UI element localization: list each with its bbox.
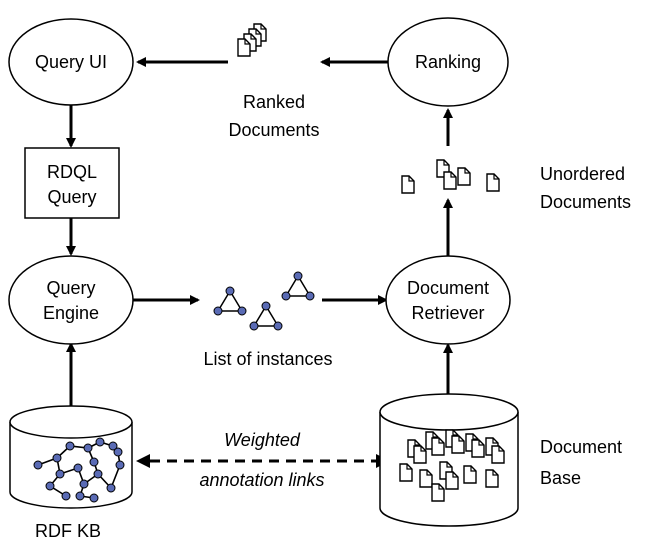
rdf-kb-label: RDF KB: [35, 521, 101, 541]
document-base-database: [379, 393, 519, 527]
ranked-documents-icon: [237, 23, 267, 57]
query-engine-node: Query Engine: [8, 255, 134, 345]
document-retriever-node: Document Retriever: [385, 255, 511, 345]
unordered-documents-icon: [401, 159, 500, 194]
query-engine-label-line2: Engine: [43, 303, 99, 323]
ranked-documents-label-line2: Documents: [228, 120, 319, 140]
document-retriever-label-line2: Retriever: [411, 303, 484, 323]
document-retriever-label-line1: Document: [407, 278, 489, 298]
rdql-query-node: RDQL Query: [24, 147, 120, 219]
unordered-documents-label-line1: Unordered: [540, 164, 625, 184]
instance-graphs-icon: [213, 271, 315, 331]
weighted-annotation-links-label-line2: annotation links: [199, 470, 324, 490]
weighted-annotation-links-label-line1: Weighted: [224, 430, 301, 450]
rdf-kb-database: [9, 405, 133, 509]
rdql-query-label-line2: Query: [47, 187, 96, 207]
document-base-label-line1: Document: [540, 437, 622, 457]
rdql-query-label-line1: RDQL: [47, 162, 97, 182]
query-engine-label-line1: Query: [46, 278, 95, 298]
query-ui-node: Query UI: [8, 18, 134, 106]
query-ui-label: Query UI: [35, 52, 107, 72]
rdf-graph-nodes: [33, 437, 125, 503]
ranking-label: Ranking: [415, 52, 481, 72]
ranking-node: Ranking: [387, 17, 509, 107]
list-of-instances-label: List of instances: [203, 349, 332, 369]
ranked-documents-label-line1: Ranked: [243, 92, 305, 112]
unordered-documents-label-line2: Documents: [540, 192, 631, 212]
weighted-annotation-link-arrow: [136, 454, 390, 468]
document-base-label-line2: Base: [540, 468, 581, 488]
